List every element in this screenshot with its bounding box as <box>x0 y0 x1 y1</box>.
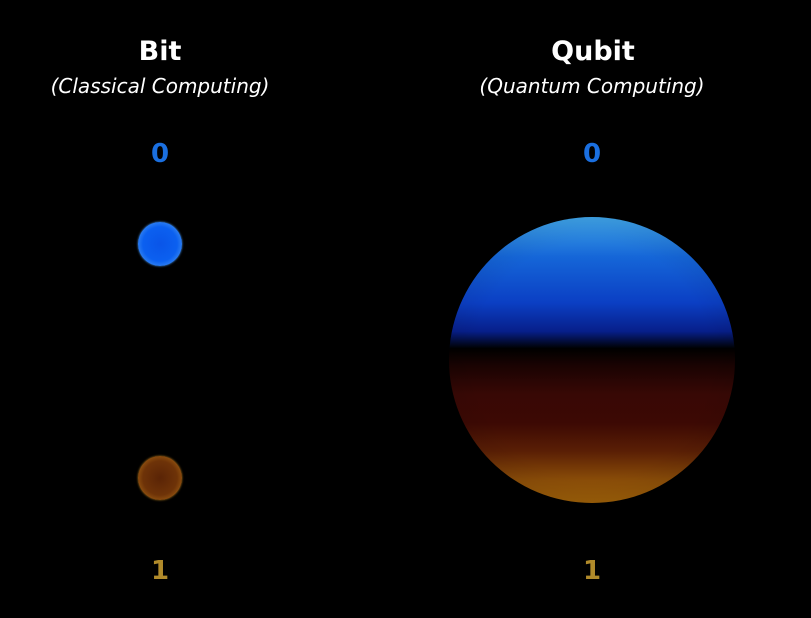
bit-state-one-label: 1 <box>150 556 170 586</box>
bit-title: Bit <box>138 36 182 67</box>
bit-subtitle: (Classical Computing) <box>50 74 270 98</box>
qubit-subtitle: (Quantum Computing) <box>479 74 705 98</box>
bit-state-zero-label: 0 <box>150 139 170 169</box>
qubit-title: Qubit <box>551 36 635 67</box>
qubit-state-one-label: 1 <box>582 556 602 586</box>
sphere-rim <box>449 217 735 503</box>
bit-one-dot-icon <box>138 456 182 500</box>
sphere-shading <box>449 217 735 503</box>
qubit-sphere-icon <box>449 217 735 503</box>
bit-zero-dot-icon <box>138 222 182 266</box>
qubit-state-zero-label: 0 <box>582 139 602 169</box>
